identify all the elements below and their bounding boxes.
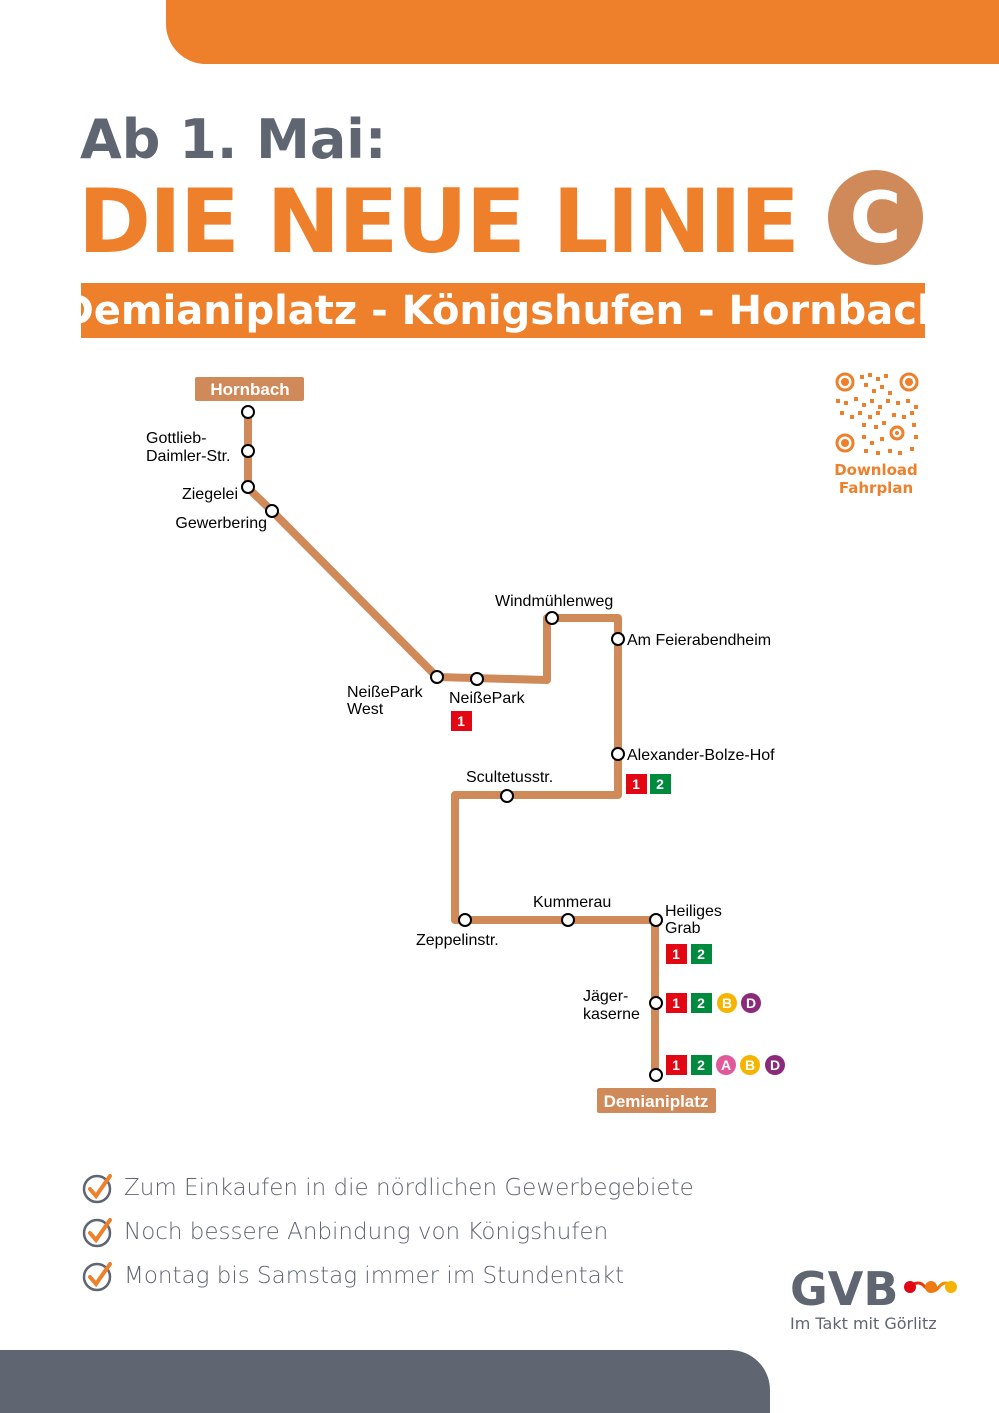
tram-1-badge bbox=[666, 1055, 687, 1075]
station-dot bbox=[500, 789, 514, 803]
benefit-item: Zum Einkaufen in die nördlichen Gewerbeg… bbox=[82, 1166, 694, 1210]
top-banner bbox=[166, 0, 999, 64]
benefits-list: Zum Einkaufen in die nördlichen Gewerbeg… bbox=[82, 1166, 694, 1298]
terminus-hornbach-box bbox=[195, 377, 304, 401]
bus-d-label: D bbox=[746, 995, 756, 1011]
station-label: NeißePark bbox=[449, 690, 526, 707]
tram-1-badge bbox=[666, 944, 687, 964]
tram-2-badge bbox=[691, 993, 712, 1013]
station-dot bbox=[430, 670, 444, 684]
gvb-logo: GVB Im Takt mit Görlitz bbox=[790, 1262, 959, 1333]
bus-d-label: D bbox=[770, 1057, 780, 1073]
checkmark-icon bbox=[82, 1218, 112, 1248]
qr-label-line1: Download bbox=[834, 461, 918, 479]
station-label: Gewerbering bbox=[175, 515, 267, 532]
checkmark-icon bbox=[82, 1174, 112, 1204]
tram-1-badge bbox=[626, 774, 647, 794]
terminus-hornbach: Hornbach bbox=[210, 380, 289, 399]
qr-label-line2: Fahrplan bbox=[838, 479, 914, 497]
logo-name: GVB bbox=[790, 1262, 899, 1316]
station-labels: Gottlieb- Daimler-Str. Ziegelei Gewerber… bbox=[146, 430, 775, 1023]
terminus-demianiplatz-box bbox=[597, 1088, 716, 1113]
tram-1-label: 1 bbox=[672, 1057, 680, 1073]
tram-1-label: 1 bbox=[632, 776, 640, 792]
station-dot bbox=[611, 747, 625, 761]
tram-1-label: 1 bbox=[457, 713, 465, 729]
station-label: NeißePark bbox=[347, 684, 424, 701]
station-dot bbox=[241, 480, 255, 494]
qr-code[interactable] bbox=[834, 371, 920, 457]
bottom-banner bbox=[0, 1350, 770, 1413]
station-label: Scultetusstr. bbox=[466, 769, 553, 786]
tram-2-badge bbox=[691, 944, 712, 964]
benefit-text: Noch bessere Anbindung von Königshufen bbox=[124, 1219, 609, 1245]
line-c-badge: C bbox=[828, 170, 923, 265]
benefit-item: Noch bessere Anbindung von Königshufen bbox=[82, 1210, 694, 1254]
tram-2-label: 2 bbox=[656, 776, 664, 792]
station-label: Gottlieb- bbox=[146, 430, 206, 447]
station-dot bbox=[265, 504, 279, 518]
station-label: West bbox=[347, 701, 384, 718]
station-dot bbox=[545, 611, 559, 625]
station-dot bbox=[458, 913, 472, 927]
station-dot bbox=[241, 444, 255, 458]
station-label: Windmühlenweg bbox=[495, 593, 613, 610]
bus-a-label: A bbox=[721, 1057, 731, 1073]
logo-dots-icon bbox=[903, 1281, 957, 1293]
station-label: Grab bbox=[665, 920, 701, 937]
tram-1-badge bbox=[451, 711, 472, 731]
station-label: Daimler-Str. bbox=[146, 448, 230, 465]
tram-2-label: 2 bbox=[697, 946, 705, 962]
station-dot bbox=[611, 632, 625, 646]
bus-b-label: B bbox=[745, 1057, 755, 1073]
station-dot bbox=[649, 913, 663, 927]
bus-b-badge bbox=[717, 993, 737, 1013]
benefit-text: Zum Einkaufen in die nördlichen Gewerbeg… bbox=[124, 1175, 694, 1201]
station-markers bbox=[241, 405, 663, 1082]
station-label: Alexander-Bolze-Hof bbox=[627, 747, 775, 764]
tram-1-badge bbox=[666, 993, 687, 1013]
station-label: Jäger- bbox=[583, 988, 628, 1005]
station-label: Zeppelinstr. bbox=[416, 932, 499, 949]
station-label: Kummerau bbox=[533, 894, 611, 911]
station-label: Ziegelei bbox=[182, 486, 238, 503]
benefit-item: Montag bis Samstag immer im Stundentakt bbox=[82, 1254, 694, 1298]
tram-1-label: 1 bbox=[672, 995, 680, 1011]
tram-2-badge bbox=[650, 774, 671, 794]
terminus-demianiplatz: Demianiplatz bbox=[604, 1092, 709, 1111]
pre-title: Ab 1. Mai: bbox=[80, 108, 387, 171]
checkmark-icon bbox=[82, 1262, 112, 1292]
bus-b-badge bbox=[740, 1055, 760, 1075]
benefit-text: Montag bis Samstag immer im Stundentakt bbox=[124, 1263, 625, 1289]
station-label: Heiliges bbox=[665, 903, 722, 920]
tram-2-label: 2 bbox=[697, 995, 705, 1011]
station-dot bbox=[649, 996, 663, 1010]
bus-d-badge bbox=[765, 1055, 785, 1075]
route-banner: Demianiplatz - Königshufen - Hornbach bbox=[61, 283, 945, 338]
bus-a-badge bbox=[716, 1055, 736, 1075]
bus-b-label: B bbox=[722, 995, 732, 1011]
tram-2-label: 2 bbox=[697, 1057, 705, 1073]
station-dot bbox=[649, 1068, 663, 1082]
station-dot bbox=[561, 913, 575, 927]
bus-d-badge bbox=[741, 993, 761, 1013]
station-dot bbox=[241, 405, 255, 419]
connection-badges: 1 1 2 1 2 1 2 B D 1 2 A B D bbox=[451, 711, 785, 1075]
download-timetable-link[interactable]: Download Fahrplan bbox=[820, 461, 932, 497]
tram-2-badge bbox=[691, 1055, 712, 1075]
logo-tagline: Im Takt mit Görlitz bbox=[790, 1314, 937, 1333]
station-label: kaserne bbox=[583, 1006, 640, 1023]
station-dot bbox=[470, 672, 484, 686]
tram-1-label: 1 bbox=[672, 946, 680, 962]
route-line bbox=[244, 412, 659, 1075]
page-title: DIE NEUE LINIE bbox=[78, 170, 800, 273]
station-label: Am Feierabendheim bbox=[627, 632, 771, 649]
